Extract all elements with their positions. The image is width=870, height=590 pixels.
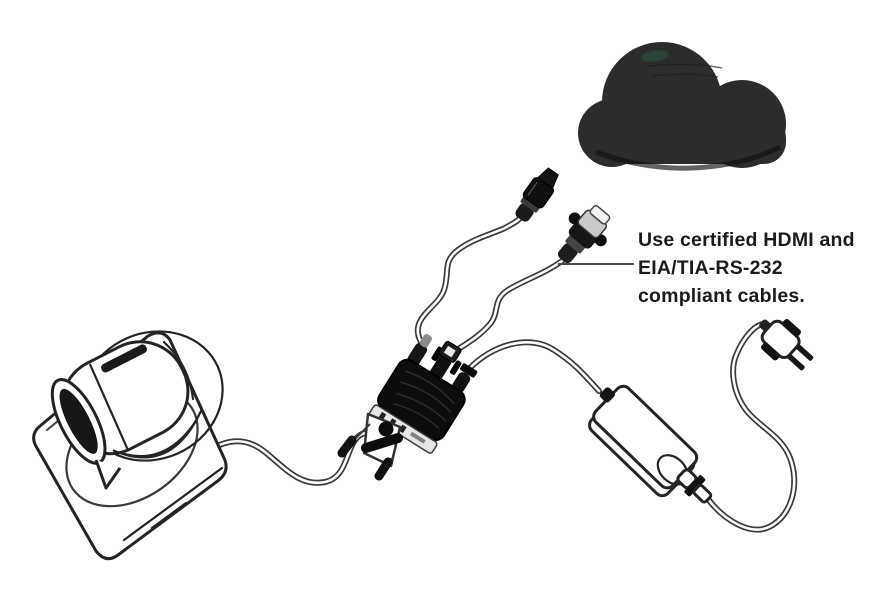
adapter-sleeve-hdmi — [419, 334, 433, 348]
power-adapter-brick — [588, 384, 713, 504]
plug-grip-bottom — [761, 342, 780, 361]
adapter-bail-grip-left — [337, 435, 357, 458]
plug-grip-top — [782, 319, 801, 337]
breakout-adapter — [337, 334, 478, 481]
adapter-port-mark-3 — [398, 424, 407, 434]
camera-device — [32, 330, 228, 561]
rs232-connector — [557, 205, 611, 264]
rs232-neck — [565, 234, 586, 254]
cloud-green-smudge — [641, 50, 669, 62]
power-cable — [465, 339, 602, 394]
annotation-line-3: compliant cables. — [638, 285, 805, 307]
camera-seam — [89, 363, 129, 450]
camera-base-slot — [150, 501, 188, 530]
adapter-pin-knob — [378, 421, 394, 437]
camera-barrel — [50, 340, 203, 465]
brick-output-clamp — [684, 475, 706, 497]
plug-prong-2 — [786, 353, 805, 371]
cables — [195, 214, 798, 533]
brick-input-boot — [599, 387, 615, 403]
adapter-clamp-power — [460, 363, 478, 378]
adapter-clip-right — [449, 360, 462, 375]
adapter-pin-bar — [361, 433, 403, 453]
camera-cap-arc — [162, 340, 195, 401]
ac-plug — [759, 319, 814, 371]
annotation-line-1: Use certified HDMI and — [638, 229, 855, 251]
hdmi-highlight — [527, 181, 538, 196]
camera-front-bracket-outer — [112, 409, 203, 459]
hdmi-tip — [537, 167, 559, 189]
rs232-boot — [557, 243, 578, 264]
rs232-cable — [446, 258, 565, 358]
adapter-bail-grip-right — [374, 457, 393, 481]
rs232-dsub-face — [589, 205, 611, 225]
camera-lens — [59, 388, 98, 454]
ac-power-cord — [705, 321, 798, 533]
cloud-bottom-rim — [595, 144, 782, 171]
cloud-texture — [647, 63, 723, 78]
hdmi-collar — [520, 196, 541, 213]
hdmi-cable — [414, 214, 524, 345]
camera-base-thickness — [122, 466, 224, 542]
annotation-line-2: EIA/TIA-RS-232 — [638, 257, 783, 279]
plug-prong-1 — [795, 344, 814, 361]
camera-top-slot — [101, 344, 147, 373]
adapter-housing-window — [443, 345, 456, 358]
camera-cable — [195, 430, 391, 486]
adapter-label-dash — [409, 431, 426, 444]
brick-output-tip — [692, 483, 713, 504]
adapter-boot-rs232 — [429, 354, 452, 380]
adapter-texture — [392, 370, 455, 430]
camera-mount-hook — [94, 459, 122, 490]
hdmi-connector — [515, 167, 559, 222]
cloud-icon — [578, 42, 786, 171]
